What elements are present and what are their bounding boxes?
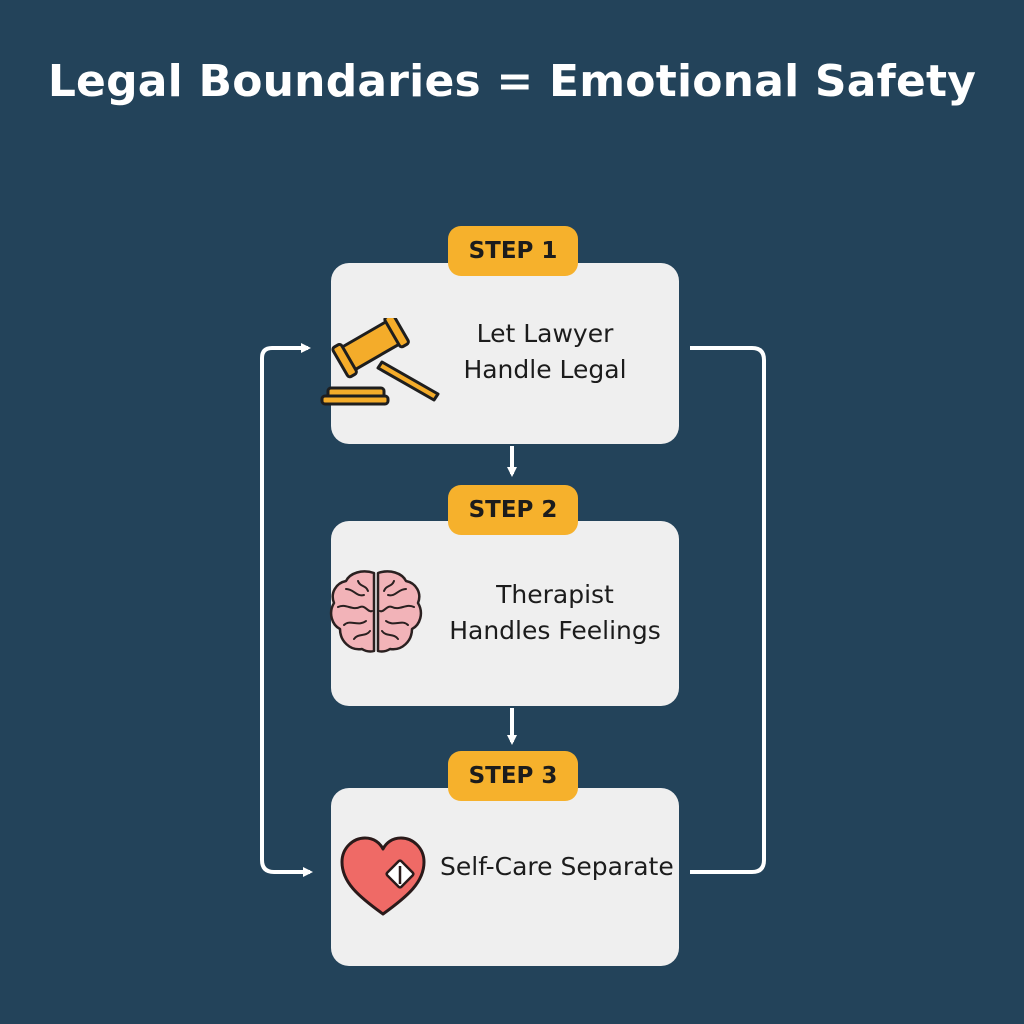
left-loop-arrow-down <box>260 859 313 877</box>
gavel-icon <box>320 318 440 406</box>
step2-badge: STEP 2 <box>448 485 578 535</box>
diagram-title: Legal Boundaries = Emotional Safety <box>47 56 977 107</box>
step1-badge: STEP 1 <box>448 226 578 276</box>
right-loop-line <box>690 346 766 874</box>
step2-label: Therapist Handles Feelings <box>449 580 661 645</box>
heart-icon <box>340 836 426 916</box>
step3-label: Self-Care Separate <box>440 852 674 881</box>
left-loop-arrow-up <box>260 343 311 860</box>
step1-label: Let Lawyer Handle Legal <box>463 319 627 384</box>
step3-badge: STEP 3 <box>448 751 578 801</box>
step1-card <box>331 263 679 444</box>
brain-icon <box>329 570 423 653</box>
